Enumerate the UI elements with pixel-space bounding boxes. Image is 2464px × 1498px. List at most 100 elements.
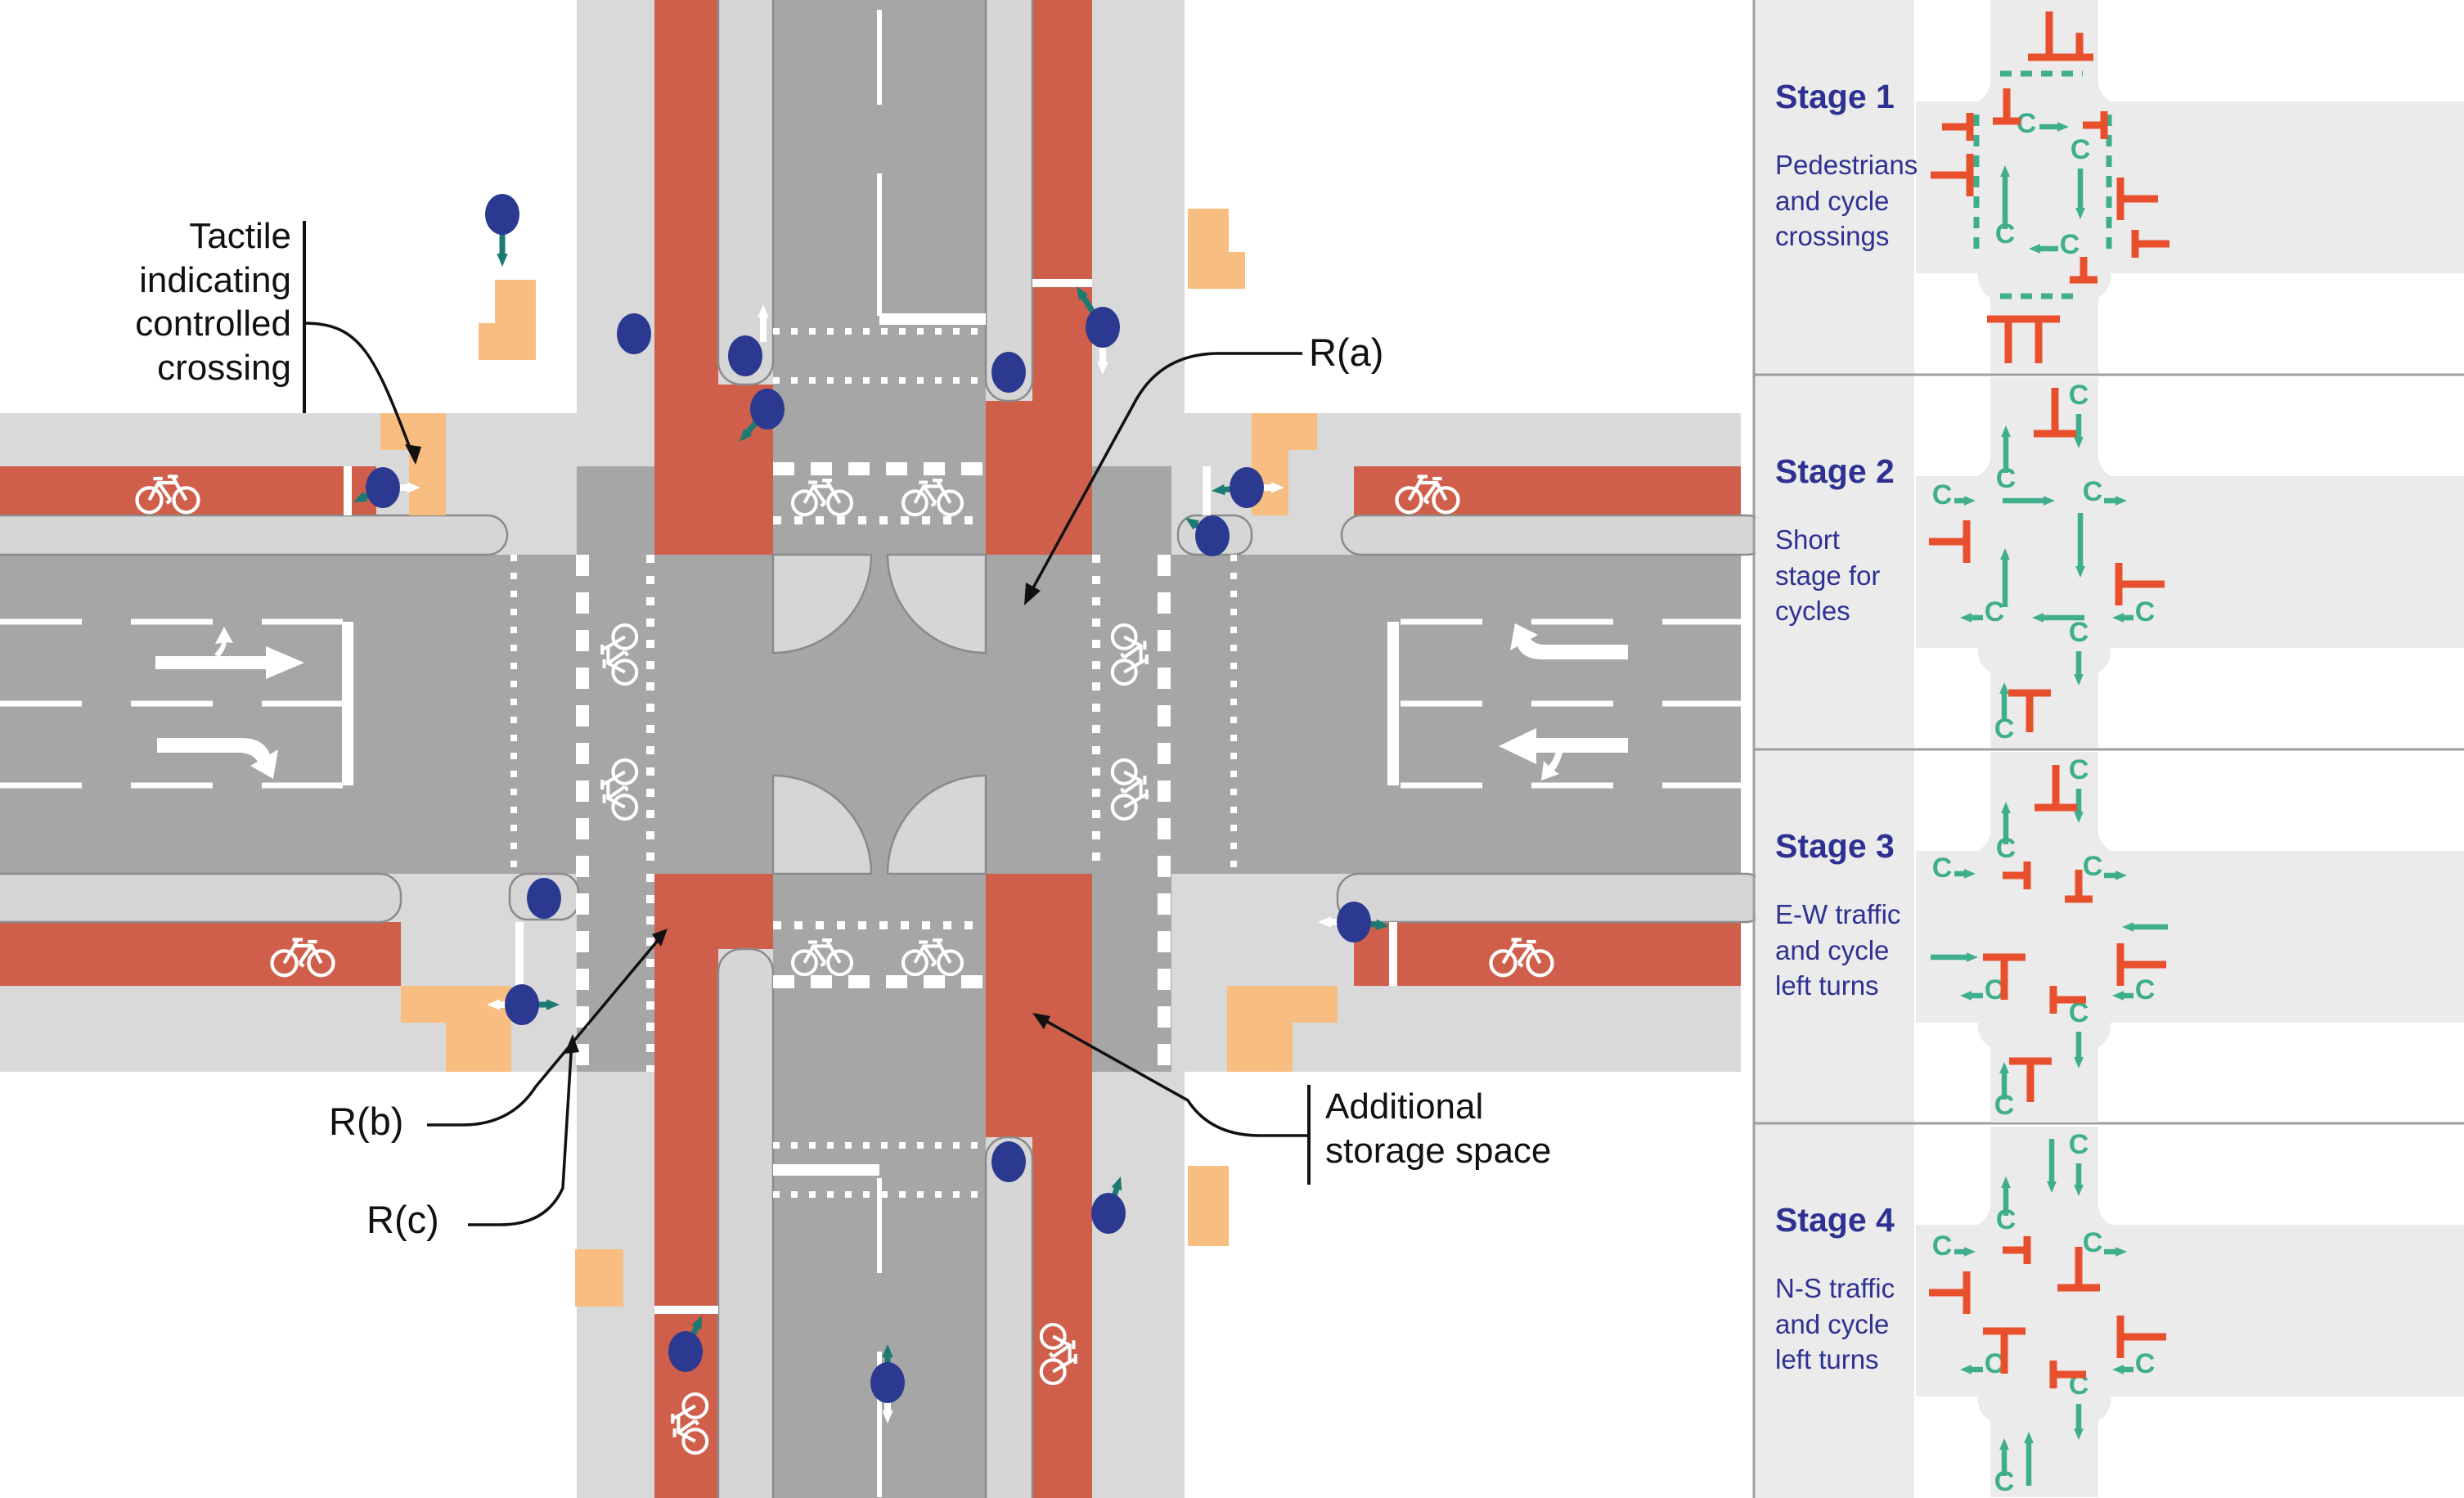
signal-dot xyxy=(991,352,1026,393)
signal-dot xyxy=(505,984,539,1025)
signal-group xyxy=(527,878,561,919)
cycle-tracks xyxy=(0,0,1741,1498)
signal-group xyxy=(991,1141,1026,1182)
signal-dot xyxy=(668,1331,703,1372)
c-glyph: C xyxy=(2083,476,2103,507)
signal-group xyxy=(353,467,420,508)
background-quadrants xyxy=(0,0,1741,1498)
tactile-annotation-line: crossing xyxy=(157,348,291,389)
closed-tee xyxy=(2049,1361,2086,1388)
c-glyph: C xyxy=(2083,851,2103,882)
closed-tee xyxy=(2115,563,2165,605)
annotation-arrowheads xyxy=(405,444,1050,1054)
stage-3-title: Stage 3 xyxy=(1775,827,1895,865)
c-glyph: C xyxy=(2083,1227,2103,1258)
signal-dot xyxy=(1086,307,1120,348)
c-glyph: C xyxy=(2069,754,2089,785)
c-glyph: C xyxy=(2069,380,2089,411)
c-glyph: C xyxy=(2069,1129,2089,1160)
signal-group xyxy=(1185,515,1230,556)
stage-mini-junctions xyxy=(1916,0,2464,1497)
tactile-annotation-line: indicating xyxy=(139,259,291,300)
signal-group xyxy=(1077,286,1120,375)
closed-tee xyxy=(2028,11,2071,61)
stage-4-label: Stage 4 N-S traffic and cycle left turns xyxy=(1775,1201,1908,1378)
signal-group xyxy=(758,304,769,342)
stage-1-title: Stage 1 xyxy=(1775,78,1895,115)
c-glyph: C xyxy=(2071,134,2091,165)
c-glyph: C xyxy=(2135,596,2156,628)
signal-dot xyxy=(750,389,785,430)
signal-group xyxy=(617,313,651,354)
c-glyph: C xyxy=(1932,1230,1953,1262)
signal-dot xyxy=(991,1141,1026,1182)
stage-mini-cross xyxy=(1916,377,2464,748)
c-glyph: C xyxy=(1932,852,1953,884)
c-glyph: C xyxy=(2135,1348,2156,1379)
stage-4-title: Stage 4 xyxy=(1775,1201,1895,1239)
signal-group xyxy=(740,389,785,442)
closed-tee xyxy=(2083,111,2108,139)
stage-2-title: Stage 2 xyxy=(1775,452,1895,490)
closed-tee xyxy=(2017,315,2060,363)
storage-annotation-line: Additional xyxy=(1325,1086,1484,1127)
closed-tee xyxy=(1931,154,1974,196)
closed-tee xyxy=(2116,1316,2166,1358)
signal-dot xyxy=(870,1362,905,1403)
signal-group xyxy=(991,352,1026,393)
signal-dot xyxy=(1091,1193,1126,1234)
closed-tee xyxy=(2049,986,2086,1014)
closed-tee xyxy=(2034,388,2076,438)
signal-heads xyxy=(353,194,1389,1424)
closed-tee xyxy=(2065,870,2093,903)
tactile-annotation-line: Tactile xyxy=(189,216,291,256)
signal-dot xyxy=(485,194,519,235)
signal-group xyxy=(668,1316,703,1372)
closed-tee xyxy=(2057,1247,2100,1292)
closed-tee xyxy=(2035,765,2077,812)
stage-3-label: Stage 3 E-W traffic and cycle left turns xyxy=(1775,827,1908,1004)
storage-space-annotation: Additional storage space xyxy=(1325,1085,1551,1172)
stage-mini-cross xyxy=(1916,1127,2464,1497)
c-glyph: C xyxy=(2069,617,2089,648)
signal-group xyxy=(728,335,762,376)
signal-dot xyxy=(1230,467,1264,508)
separation-islands xyxy=(0,0,1769,1498)
closed-tee xyxy=(2008,689,2051,732)
stage-1-label: Stage 1 Pedestrians and cycle crossings xyxy=(1775,78,1918,252)
closed-tee xyxy=(2003,1236,2031,1264)
junction-corner-fillets xyxy=(771,553,987,875)
radius-b-annotation: R(b) xyxy=(329,1100,404,1143)
closed-tee xyxy=(1929,520,1971,563)
closed-tee xyxy=(2116,178,2158,220)
stage-panel-frame xyxy=(1752,0,2464,1498)
stage-mini-cross xyxy=(1916,0,2464,373)
closed-tee xyxy=(1929,1271,1971,1314)
stage-mini-cross xyxy=(1916,752,2464,1122)
lane-arrows xyxy=(155,623,1628,780)
signal-dot xyxy=(728,335,762,376)
tactile-annotation-line: controlled xyxy=(135,304,291,344)
c-glyph: C xyxy=(1985,596,2005,628)
closed-tee xyxy=(2009,1057,2052,1102)
signal-dot xyxy=(1337,902,1371,942)
closed-tee xyxy=(2070,257,2098,284)
closed-tee xyxy=(1983,953,2026,1000)
closed-tee xyxy=(2116,943,2166,986)
radius-a-annotation: R(a) xyxy=(1309,331,1384,374)
signal-group xyxy=(1091,1176,1126,1234)
stage-2-label: Stage 2 Short stage for cycles xyxy=(1775,452,1908,629)
closed-tee xyxy=(1942,113,1974,141)
c-glyph: C xyxy=(2135,974,2156,1005)
signal-group xyxy=(1318,902,1389,942)
c-glyph: C xyxy=(1932,479,1953,511)
signal-dot xyxy=(617,313,651,354)
closed-tee xyxy=(1993,88,2021,125)
signal-group xyxy=(1212,467,1284,508)
signal-dot xyxy=(527,878,561,919)
radius-c-annotation: R(c) xyxy=(366,1198,439,1241)
west-cycle-crossing-corridor xyxy=(577,466,654,1072)
